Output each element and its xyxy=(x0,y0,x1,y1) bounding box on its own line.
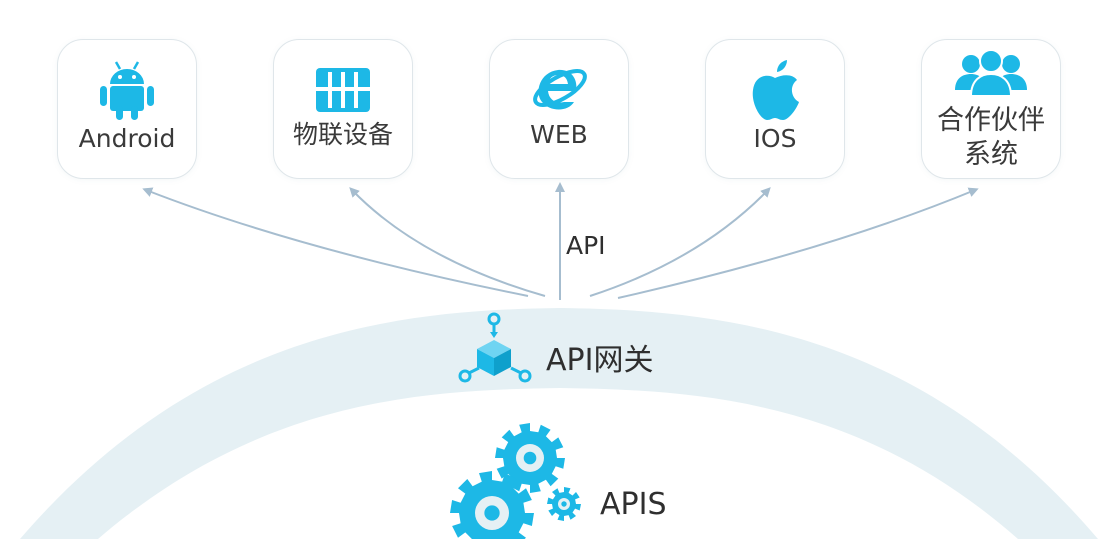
client-label: 合作伙伴 系统 xyxy=(937,105,1045,170)
api-arrow-label: API xyxy=(566,231,606,260)
gears-icon xyxy=(444,418,594,543)
client-card-web: WEB xyxy=(489,39,629,179)
iot-device-icon xyxy=(274,58,412,126)
client-card-android: Android xyxy=(57,39,197,179)
client-label: Android xyxy=(78,124,176,153)
apple-icon xyxy=(706,58,844,126)
arrow-to-android xyxy=(142,187,529,297)
client-label: WEB xyxy=(530,120,588,149)
client-label: 物联设备 xyxy=(292,120,393,149)
arrow-to-iot xyxy=(349,187,546,297)
arrow-to-partners xyxy=(617,187,979,299)
ie-browser-icon xyxy=(490,58,628,126)
android-icon xyxy=(58,58,196,126)
client-card-ios: IOS xyxy=(705,39,845,179)
client-card-partners: 合作伙伴 系统 xyxy=(921,39,1061,179)
gateway-cube-icon xyxy=(457,312,537,384)
client-label: IOS xyxy=(753,124,797,153)
apis-label: APIS xyxy=(600,487,667,522)
client-card-iot: 物联设备 xyxy=(273,39,413,179)
arrow-to-ios xyxy=(589,187,771,297)
gateway-label: API网关 xyxy=(546,343,654,378)
partners-icon xyxy=(922,46,1060,114)
